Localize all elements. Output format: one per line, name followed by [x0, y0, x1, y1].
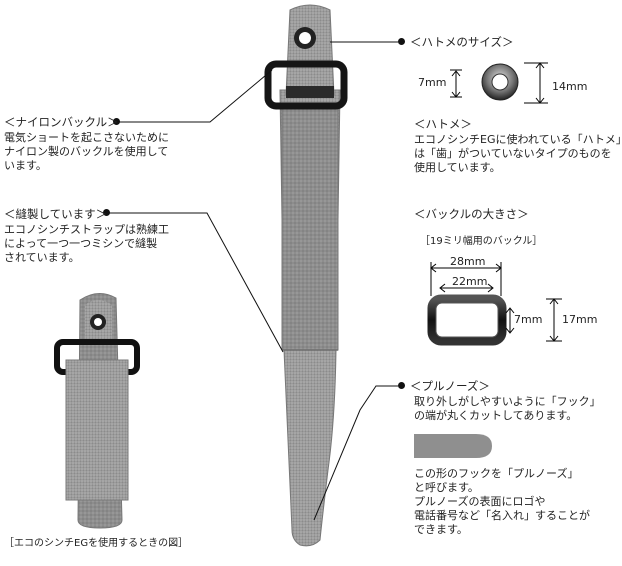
eyelet-size-diagram [450, 62, 548, 104]
pullnose-heading: ＜プルノーズ＞ [410, 379, 490, 393]
eyelet-bullet-icon [398, 38, 405, 45]
eyelet-inner-size: 7mm [418, 76, 447, 89]
buckle-desc-line: ナイロン製のバックルを使用して [4, 145, 169, 158]
pullnose-desc-line: できます。 [414, 523, 468, 536]
sewn-bullet-icon [103, 209, 110, 216]
buckle-size-heading: ＜バックルの大きさ＞ [414, 207, 529, 221]
usage-strap-illustration [54, 293, 140, 529]
pullnose-line: 取り外しがしやすいように「フック」 [414, 395, 601, 408]
buckle-bullet-icon [113, 118, 120, 125]
sewn-desc-line: によって一つ一つミシンで縫製 [4, 237, 158, 250]
sewn-heading: ＜縫製しています＞ [4, 207, 108, 221]
leader-lines [107, 41, 398, 521]
sewn-desc-line: されています。 [4, 251, 80, 264]
usage-caption: ［エコのシンチEGを使用するときの図］ [4, 538, 189, 549]
pullnose-desc-line: この形のフックを「プルノーズ」 [414, 467, 579, 480]
buckle-heading: ＜ナイロンバックル＞ [4, 115, 119, 129]
sewn-desc-line: エコノシンチストラップは熟練工 [4, 223, 169, 236]
buckle-size-note: ［19ミリ幅用のバックル］ [420, 236, 543, 247]
eyelet-desc-line: 使用しています。 [414, 161, 501, 174]
buckle-outer-height: 17mm [562, 313, 598, 326]
buckle-inner-height: 7mm [514, 313, 543, 326]
buckle-icon [264, 60, 348, 110]
buckle-desc-line: 電気ショートを起こさないために [4, 131, 169, 144]
eyelet-outer-size: 14mm [552, 80, 588, 93]
buckle-outer-width: 28mm [450, 255, 486, 268]
main-strap [264, 4, 348, 547]
pullnose-shape-icon [414, 434, 492, 458]
buckle-inner-width: 22mm [452, 275, 488, 288]
eyelet-heading: ＜ハトメ＞ [414, 117, 472, 131]
eyelet-size-heading: ＜ハトメのサイズ＞ [410, 35, 514, 49]
pullnose-line: の端が丸くカットしてあります。 [414, 409, 578, 422]
buckle-size-diagram [427, 262, 562, 346]
pullnose-bullet-icon [398, 382, 405, 389]
pullnose-desc-line: 電話番号など「名入れ」することが [414, 509, 590, 522]
pullnose-desc-line: と呼びます。 [414, 481, 479, 494]
eyelet-desc-line: は「歯」がついていないタイプのものを [414, 147, 612, 160]
buckle-desc-line: います。 [4, 159, 47, 172]
pullnose-desc-line: プルノーズの表面にロゴや [414, 495, 546, 508]
eyelet-desc-line: エコノシンチEGに使われている「ハトメ」 [414, 133, 622, 146]
